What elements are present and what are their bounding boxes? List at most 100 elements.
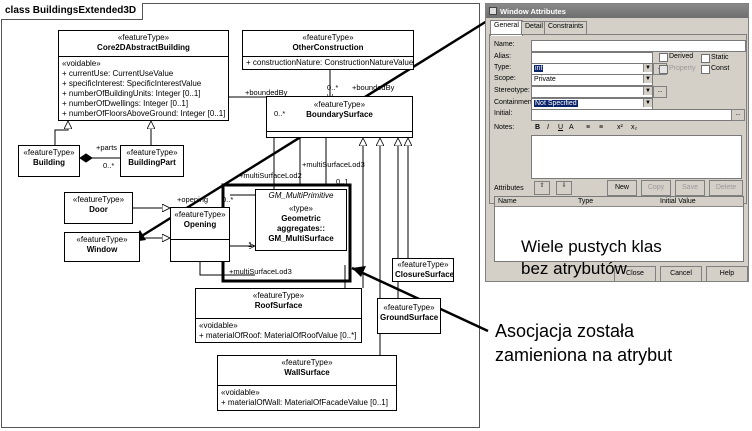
class-name: Core2DAbstractBuilding bbox=[97, 43, 190, 52]
save-button[interactable]: Save bbox=[675, 180, 705, 196]
chevron-down-icon: ▼ bbox=[643, 99, 652, 107]
association-label: +multiSurfaceLod3 bbox=[229, 267, 292, 276]
class-name: GM_MultiSurface bbox=[268, 234, 334, 243]
association-label: +multiSurfaceLod3 bbox=[302, 160, 365, 169]
scope-dropdown[interactable]: Private ▼ bbox=[531, 74, 653, 86]
new-button[interactable]: New bbox=[607, 180, 637, 196]
attribute: + currentUse: CurrentUseValue bbox=[62, 69, 174, 78]
subscript-button[interactable]: x₂ bbox=[631, 124, 638, 131]
column-header-name[interactable]: Name bbox=[498, 198, 517, 205]
class-ground-surface[interactable]: «featureType» GroundSurface bbox=[377, 298, 441, 334]
callout-line: Wiele pustych klas bbox=[521, 237, 662, 256]
class-name: Geometric aggregates:: bbox=[276, 214, 325, 233]
cancel-button[interactable]: Cancel bbox=[660, 266, 702, 282]
class-name: BuildingPart bbox=[128, 158, 176, 167]
class-name: Opening bbox=[183, 220, 217, 229]
stereotype: «featureType» bbox=[302, 33, 354, 42]
font-color-button[interactable]: A bbox=[569, 124, 574, 131]
class-opening[interactable]: «featureType» Opening bbox=[170, 207, 230, 262]
multiplicity-label: 0..* bbox=[222, 195, 234, 204]
section-label: «voidable» bbox=[221, 388, 260, 397]
stereotype-dropdown[interactable]: ▼ bbox=[531, 86, 653, 98]
property-label: Property bbox=[669, 65, 696, 72]
attribute: + numberOfFloorsAboveGround: Integer [0.… bbox=[62, 109, 226, 118]
stereotype: «featureType» bbox=[23, 148, 75, 157]
callout-line: Asocjacja została bbox=[495, 321, 635, 341]
const-checkbox[interactable] bbox=[701, 65, 710, 74]
class-core2d-abstract-building[interactable]: «featureType» Core2DAbstractBuilding «vo… bbox=[58, 30, 229, 121]
stereotype: «featureType» bbox=[397, 260, 449, 269]
class-name: GroundSurface bbox=[380, 313, 439, 322]
multiplicity-label: 0..1 bbox=[336, 177, 349, 186]
multiplicity-label: 1 bbox=[248, 240, 253, 249]
class-name: WallSurface bbox=[284, 368, 330, 377]
alias-label: Alias: bbox=[494, 53, 512, 60]
association-label: +boundedBy bbox=[245, 88, 288, 97]
column-header-type[interactable]: Type bbox=[578, 198, 594, 205]
stereotype: «featureType» bbox=[174, 210, 226, 219]
class-wall-surface[interactable]: «featureType» WallSurface «voidable» + m… bbox=[217, 355, 397, 411]
bullet-list-button[interactable]: ≡ bbox=[586, 124, 591, 131]
parent-type: GM_MultiPrimitive bbox=[268, 191, 334, 200]
help-button[interactable]: Help bbox=[706, 266, 748, 282]
column-header-initial-value[interactable]: Initial Value bbox=[660, 198, 696, 205]
stereotype-browse-button[interactable]: ... bbox=[653, 86, 667, 98]
callout-empty-classes: Wiele pustych klas bez atrybutów bbox=[521, 236, 662, 280]
diagram-title: class BuildingsExtended3D bbox=[1, 3, 144, 20]
chevron-down-icon: ▼ bbox=[643, 87, 652, 95]
stereotype: «featureType» bbox=[252, 291, 305, 300]
section-label: «voidable» bbox=[199, 321, 238, 330]
copy-button[interactable]: Copy bbox=[641, 180, 671, 196]
class-building-part[interactable]: «featureType» BuildingPart bbox=[120, 145, 184, 177]
containment-value: Not Specified bbox=[534, 100, 578, 107]
name-field[interactable] bbox=[531, 40, 746, 52]
attribute: + numberOfDwellings: Integer [0..1] bbox=[62, 99, 189, 108]
callout-line: zamieniona na atrybut bbox=[495, 345, 673, 365]
static-checkbox[interactable] bbox=[701, 54, 710, 63]
derived-checkbox[interactable] bbox=[659, 53, 668, 62]
const-label: Const bbox=[711, 65, 730, 72]
class-building[interactable]: «featureType» Building bbox=[18, 145, 80, 177]
name-label: Name: bbox=[494, 41, 515, 48]
class-name: ClosureSurface bbox=[395, 270, 455, 279]
numbered-list-button[interactable]: ≡ bbox=[599, 124, 604, 131]
tab-constraints[interactable]: Constraints bbox=[544, 21, 588, 35]
multiplicity-label: 0..* bbox=[103, 161, 115, 170]
italic-button[interactable]: I bbox=[547, 124, 549, 131]
attributes-label: Attributes bbox=[494, 185, 524, 192]
attribute: + materialOfWall: MaterialOfFacadeValue … bbox=[221, 398, 388, 407]
attribute: + specificInterest: SpecificInterestValu… bbox=[62, 79, 202, 88]
initial-field[interactable] bbox=[531, 109, 732, 121]
association-label: +opening bbox=[177, 195, 209, 204]
class-gm-multisurface[interactable]: GM_MultiPrimitive «type» Geometric aggre… bbox=[255, 189, 347, 251]
containment-dropdown[interactable]: Not Specified ▼ bbox=[531, 98, 653, 110]
dialog-title: Window Attributes bbox=[486, 4, 748, 18]
underline-button[interactable]: U bbox=[558, 124, 564, 131]
class-other-construction[interactable]: «featureType» OtherConstruction + constr… bbox=[242, 30, 414, 70]
delete-button[interactable]: Delete bbox=[709, 180, 743, 196]
window-attributes-dialog: Window Attributes General Detail Constra… bbox=[485, 3, 749, 282]
class-name: RoofSurface bbox=[254, 301, 303, 310]
class-window[interactable]: «featureType» Window bbox=[64, 232, 140, 262]
association-label: +parts bbox=[96, 143, 118, 152]
close-button[interactable]: Close bbox=[614, 266, 656, 282]
stereotype: «featureType» bbox=[281, 358, 333, 367]
stereotype-label: Stereotype: bbox=[494, 87, 530, 94]
class-boundary-surface[interactable]: «featureType» BoundarySurface bbox=[266, 96, 413, 138]
class-closure-surface[interactable]: «featureType» ClosureSurface bbox=[392, 258, 454, 282]
class-roof-surface[interactable]: «featureType» RoofSurface «voidable» + m… bbox=[195, 288, 362, 343]
class-door[interactable]: «featureType» Door bbox=[64, 192, 133, 224]
initial-browse-button[interactable]: ... bbox=[731, 109, 745, 121]
property-checkbox[interactable] bbox=[659, 65, 668, 74]
move-down-icon[interactable]: ⇩ bbox=[556, 181, 572, 195]
class-name: Window bbox=[86, 245, 118, 254]
move-up-icon[interactable]: ⇧ bbox=[534, 181, 550, 195]
multiplicity-label: 0..* bbox=[327, 83, 339, 92]
notes-textarea[interactable] bbox=[531, 135, 742, 179]
attributes-table[interactable]: Name Type Initial Value bbox=[494, 196, 744, 262]
stereotype: «featureType» bbox=[383, 303, 435, 312]
multiplicity-label: 0..* bbox=[274, 109, 286, 118]
superscript-button[interactable]: x² bbox=[617, 124, 623, 131]
bold-button[interactable]: B bbox=[535, 124, 541, 131]
class-name: Door bbox=[89, 205, 108, 214]
